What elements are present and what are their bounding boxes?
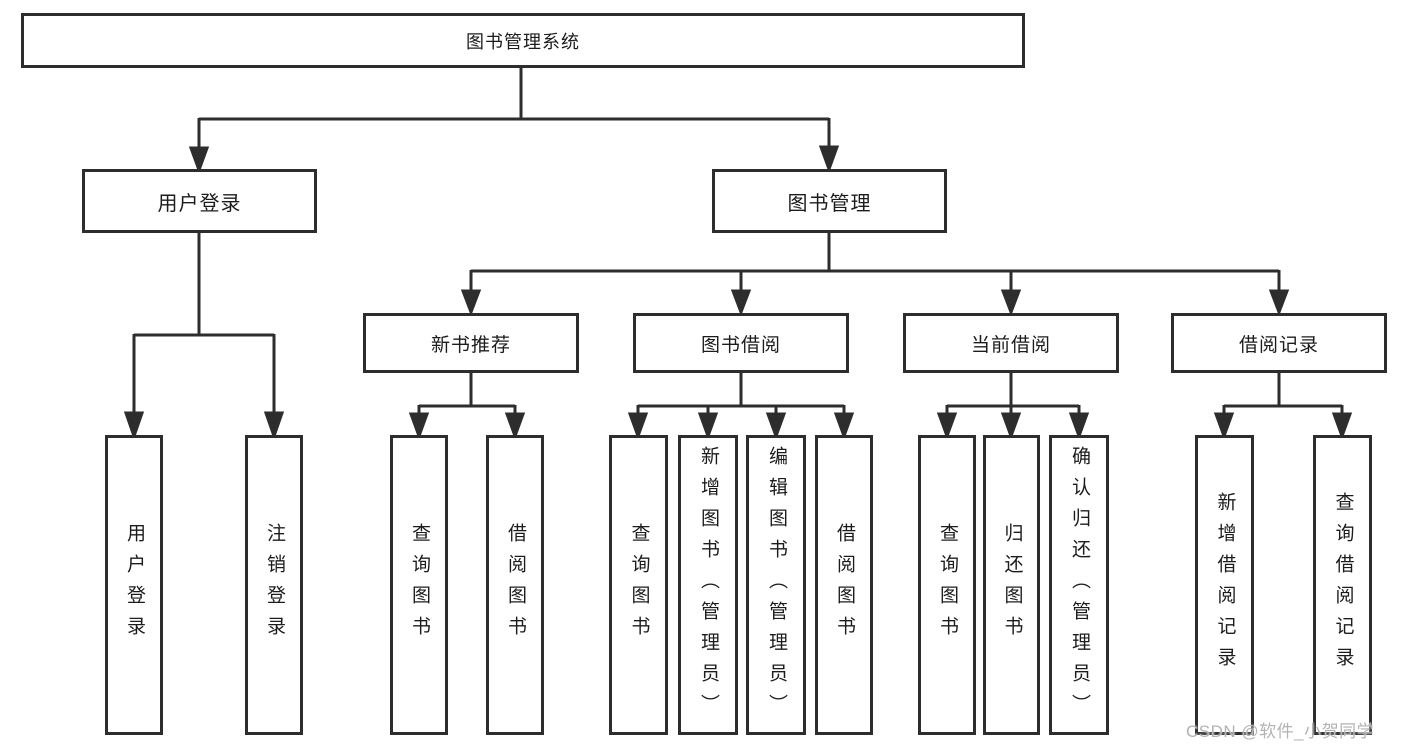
leaf-current-query-book: 查询图书 (918, 435, 976, 735)
leaf-query-borrow-record-label: 查询借阅记录 (1332, 492, 1354, 678)
node-new-book-recommend: 新书推荐 (363, 313, 579, 373)
leaf-recommend-borrow-book-label: 借阅图书 (504, 523, 526, 647)
leaf-borrow-book-label: 借阅图书 (833, 523, 855, 647)
connector-current-borrow-branch (936, 373, 1090, 441)
leaf-recommend-query-book-label: 查询图书 (408, 523, 430, 647)
leaf-logout-label: 注销登录 (263, 523, 285, 647)
csdn-watermark: CSDN @软件_小贺同学 (1186, 722, 1375, 741)
leaf-add-borrow-record-label: 新增借阅记录 (1214, 492, 1236, 678)
leaf-confirm-return-admin-label: 确认归还（管理员） (1068, 445, 1090, 725)
leaf-add-borrow-record: 新增借阅记录 (1195, 435, 1254, 735)
leaf-recommend-borrow-book: 借阅图书 (486, 435, 544, 735)
leaf-edit-book-admin-label: 编辑图书（管理员） (765, 445, 787, 725)
connector-book-mgmt-to-level3 (460, 232, 1290, 317)
leaf-add-book-admin-label: 新增图书（管理员） (697, 445, 719, 725)
leaf-confirm-return-admin: 确认归还（管理员） (1049, 435, 1109, 735)
connector-root-to-level2 (188, 66, 840, 175)
node-borrow-record: 借阅记录 (1171, 313, 1387, 373)
connector-book-borrow-branch (627, 373, 855, 441)
connector-new-book-branch (408, 373, 526, 441)
leaf-borrow-query-book: 查询图书 (609, 435, 668, 735)
connector-borrow-record-branch (1213, 373, 1353, 441)
leaf-recommend-query-book: 查询图书 (390, 435, 448, 735)
leaf-add-book-admin: 新增图书（管理员） (678, 435, 738, 735)
leaf-query-borrow-record: 查询借阅记录 (1313, 435, 1372, 735)
leaf-user-login: 用户登录 (105, 435, 163, 735)
node-current-borrow: 当前借阅 (903, 313, 1119, 373)
node-book-management: 图书管理 (712, 169, 947, 233)
leaf-borrow-book: 借阅图书 (815, 435, 873, 735)
node-user-login: 用户登录 (82, 169, 317, 233)
connector-user-login-branch (123, 233, 285, 441)
leaf-return-book-label: 归还图书 (1001, 523, 1023, 647)
leaf-return-book: 归还图书 (983, 435, 1040, 735)
leaf-logout: 注销登录 (245, 435, 303, 735)
leaf-edit-book-admin: 编辑图书（管理员） (746, 435, 806, 735)
leaf-current-query-book-label: 查询图书 (936, 523, 958, 647)
node-book-borrow: 图书借阅 (633, 313, 849, 373)
leaf-borrow-query-book-label: 查询图书 (628, 523, 650, 647)
leaf-user-login-label: 用户登录 (123, 523, 145, 647)
node-library-system: 图书管理系统 (21, 13, 1025, 68)
